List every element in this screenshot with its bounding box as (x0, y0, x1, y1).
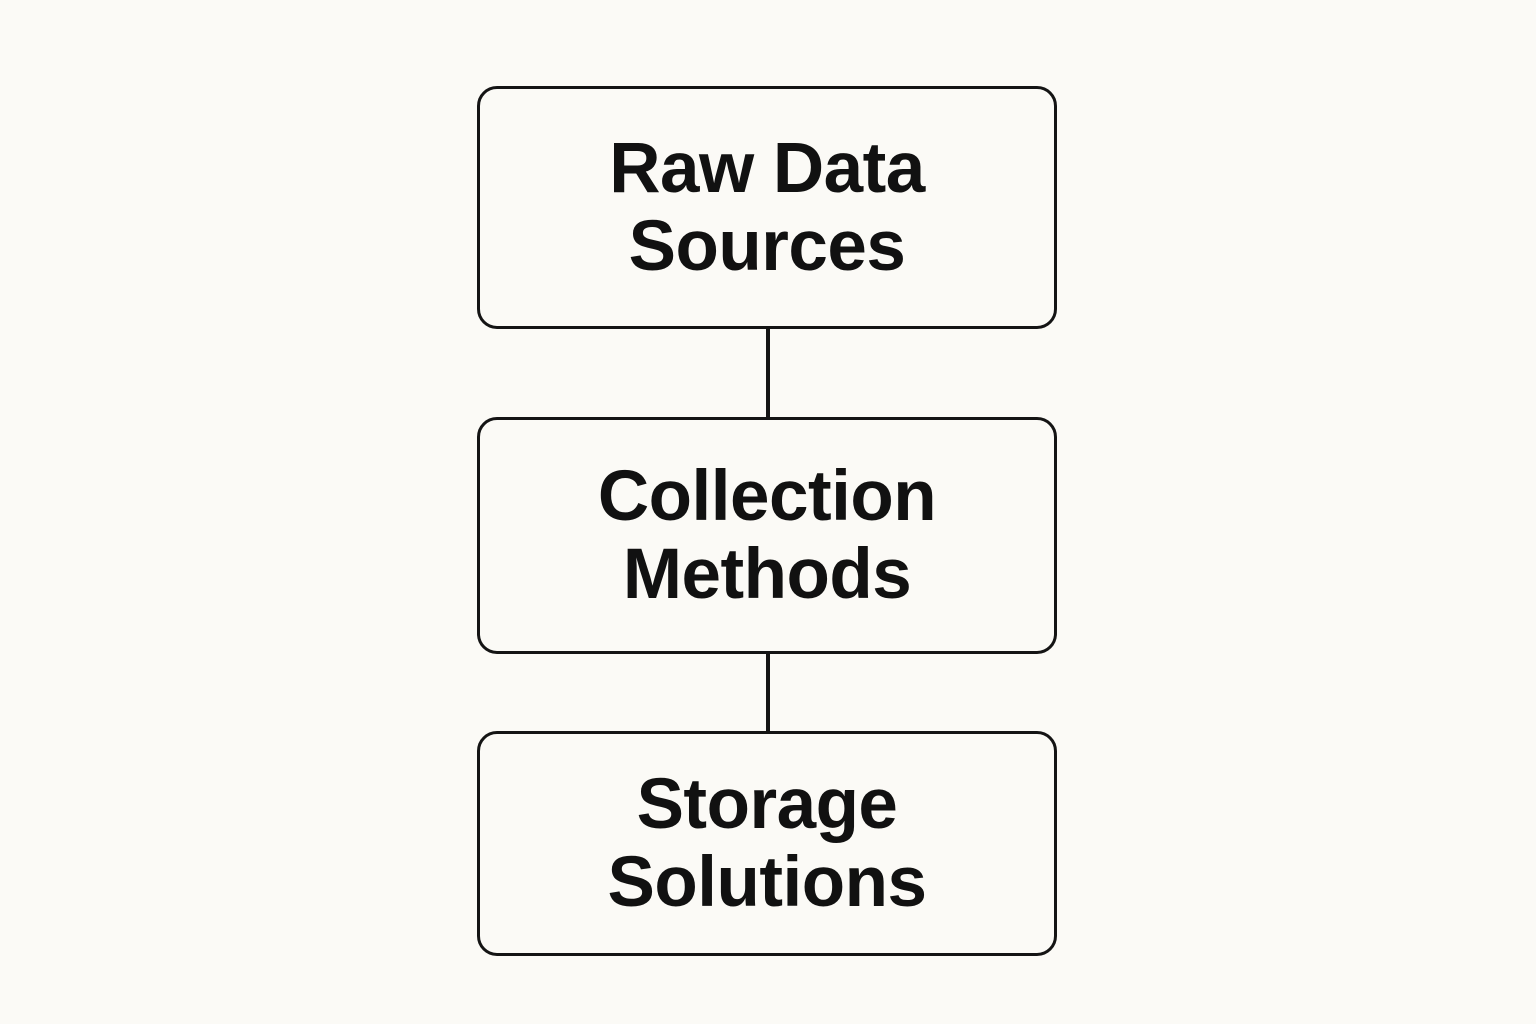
connector-line (766, 329, 770, 417)
node-collection-methods: Collection Methods (477, 417, 1057, 654)
node-label-line: Storage (636, 764, 898, 844)
connector-line (766, 654, 770, 731)
node-label-line: Solutions (607, 842, 927, 922)
node-label-line: Collection (597, 456, 937, 536)
node-storage-solutions: Storage Solutions (477, 731, 1057, 956)
node-raw-data-sources: Raw Data Sources (477, 86, 1057, 329)
node-label-line: Sources (628, 206, 906, 286)
node-label-line: Methods (622, 534, 912, 614)
node-label-line: Raw Data (609, 128, 925, 208)
